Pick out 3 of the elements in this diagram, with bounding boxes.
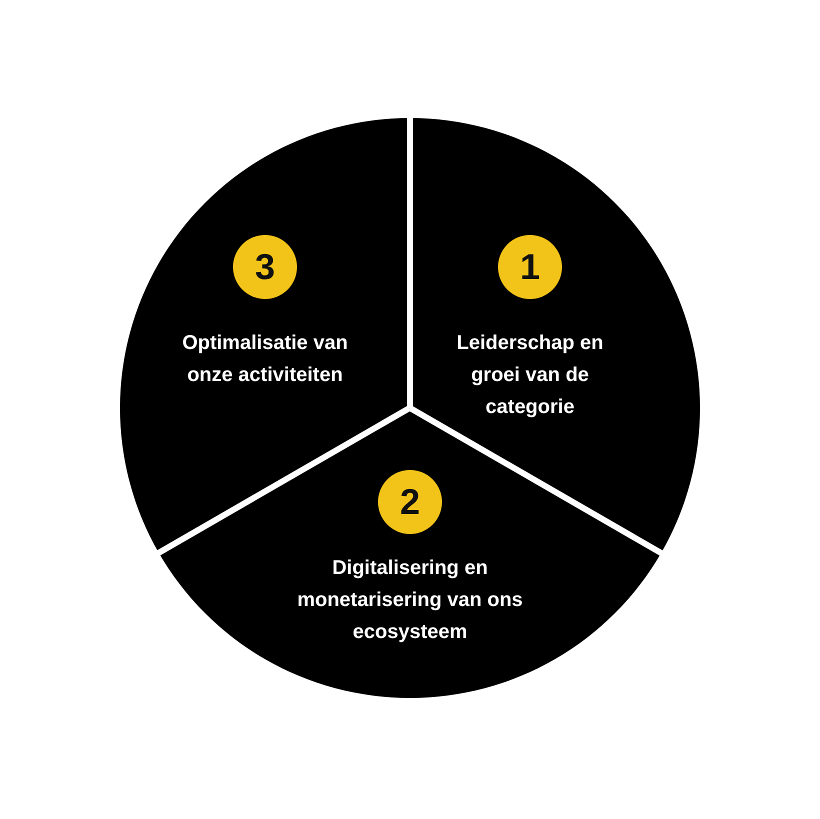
sector-label: Leiderschap en groei van de categorie — [456, 331, 604, 420]
sector-label: Optimalisatie van onze activiteiten — [181, 331, 349, 388]
sector-label: Digitalisering en monetarisering van ons ecosysteem — [296, 556, 524, 645]
